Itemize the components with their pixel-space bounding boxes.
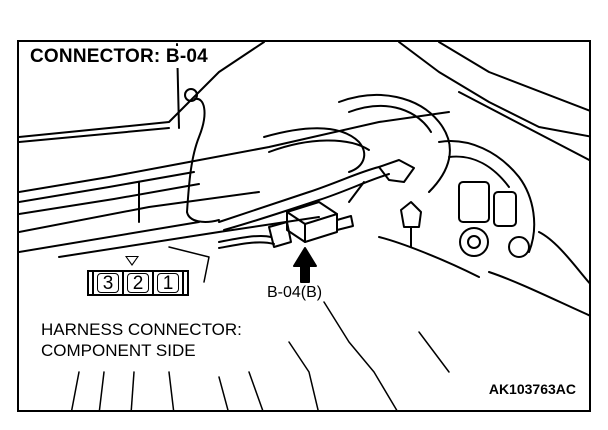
lock-triangle-icon [125,256,139,266]
connector-pinout: 3 2 1 [87,270,189,296]
pointer-arrow [293,247,317,283]
pinout-bracket-left [87,270,92,296]
pin-3: 3 [94,272,124,294]
body-panel [19,111,450,258]
figure-id: AK103763AC [488,381,576,397]
caption-line-2: COMPONENT SIDE [41,341,196,360]
pin-2: 2 [124,272,154,294]
ground-wire [184,88,220,223]
pinout-cells: 3 2 1 [92,270,184,296]
pinout-bracket-right [184,270,189,296]
caption-line-1: HARNESS CONNECTOR: [41,320,242,339]
pin-1: 1 [154,272,182,294]
wiring-harness [218,94,451,231]
connector-callout: B-04(B) [267,284,323,301]
connector-caption: HARNESS CONNECTOR: COMPONENT SIDE [41,319,242,361]
diagram-title: CONNECTOR: B-04 [29,46,211,68]
hatch-lines [70,246,450,410]
diagram-frame: CONNECTOR: B-04 3 2 1 B-04(B) HARNESS CO… [17,40,591,412]
engine-components [378,140,589,317]
engine-bay-illustration [19,42,589,410]
connector-body [218,201,354,249]
